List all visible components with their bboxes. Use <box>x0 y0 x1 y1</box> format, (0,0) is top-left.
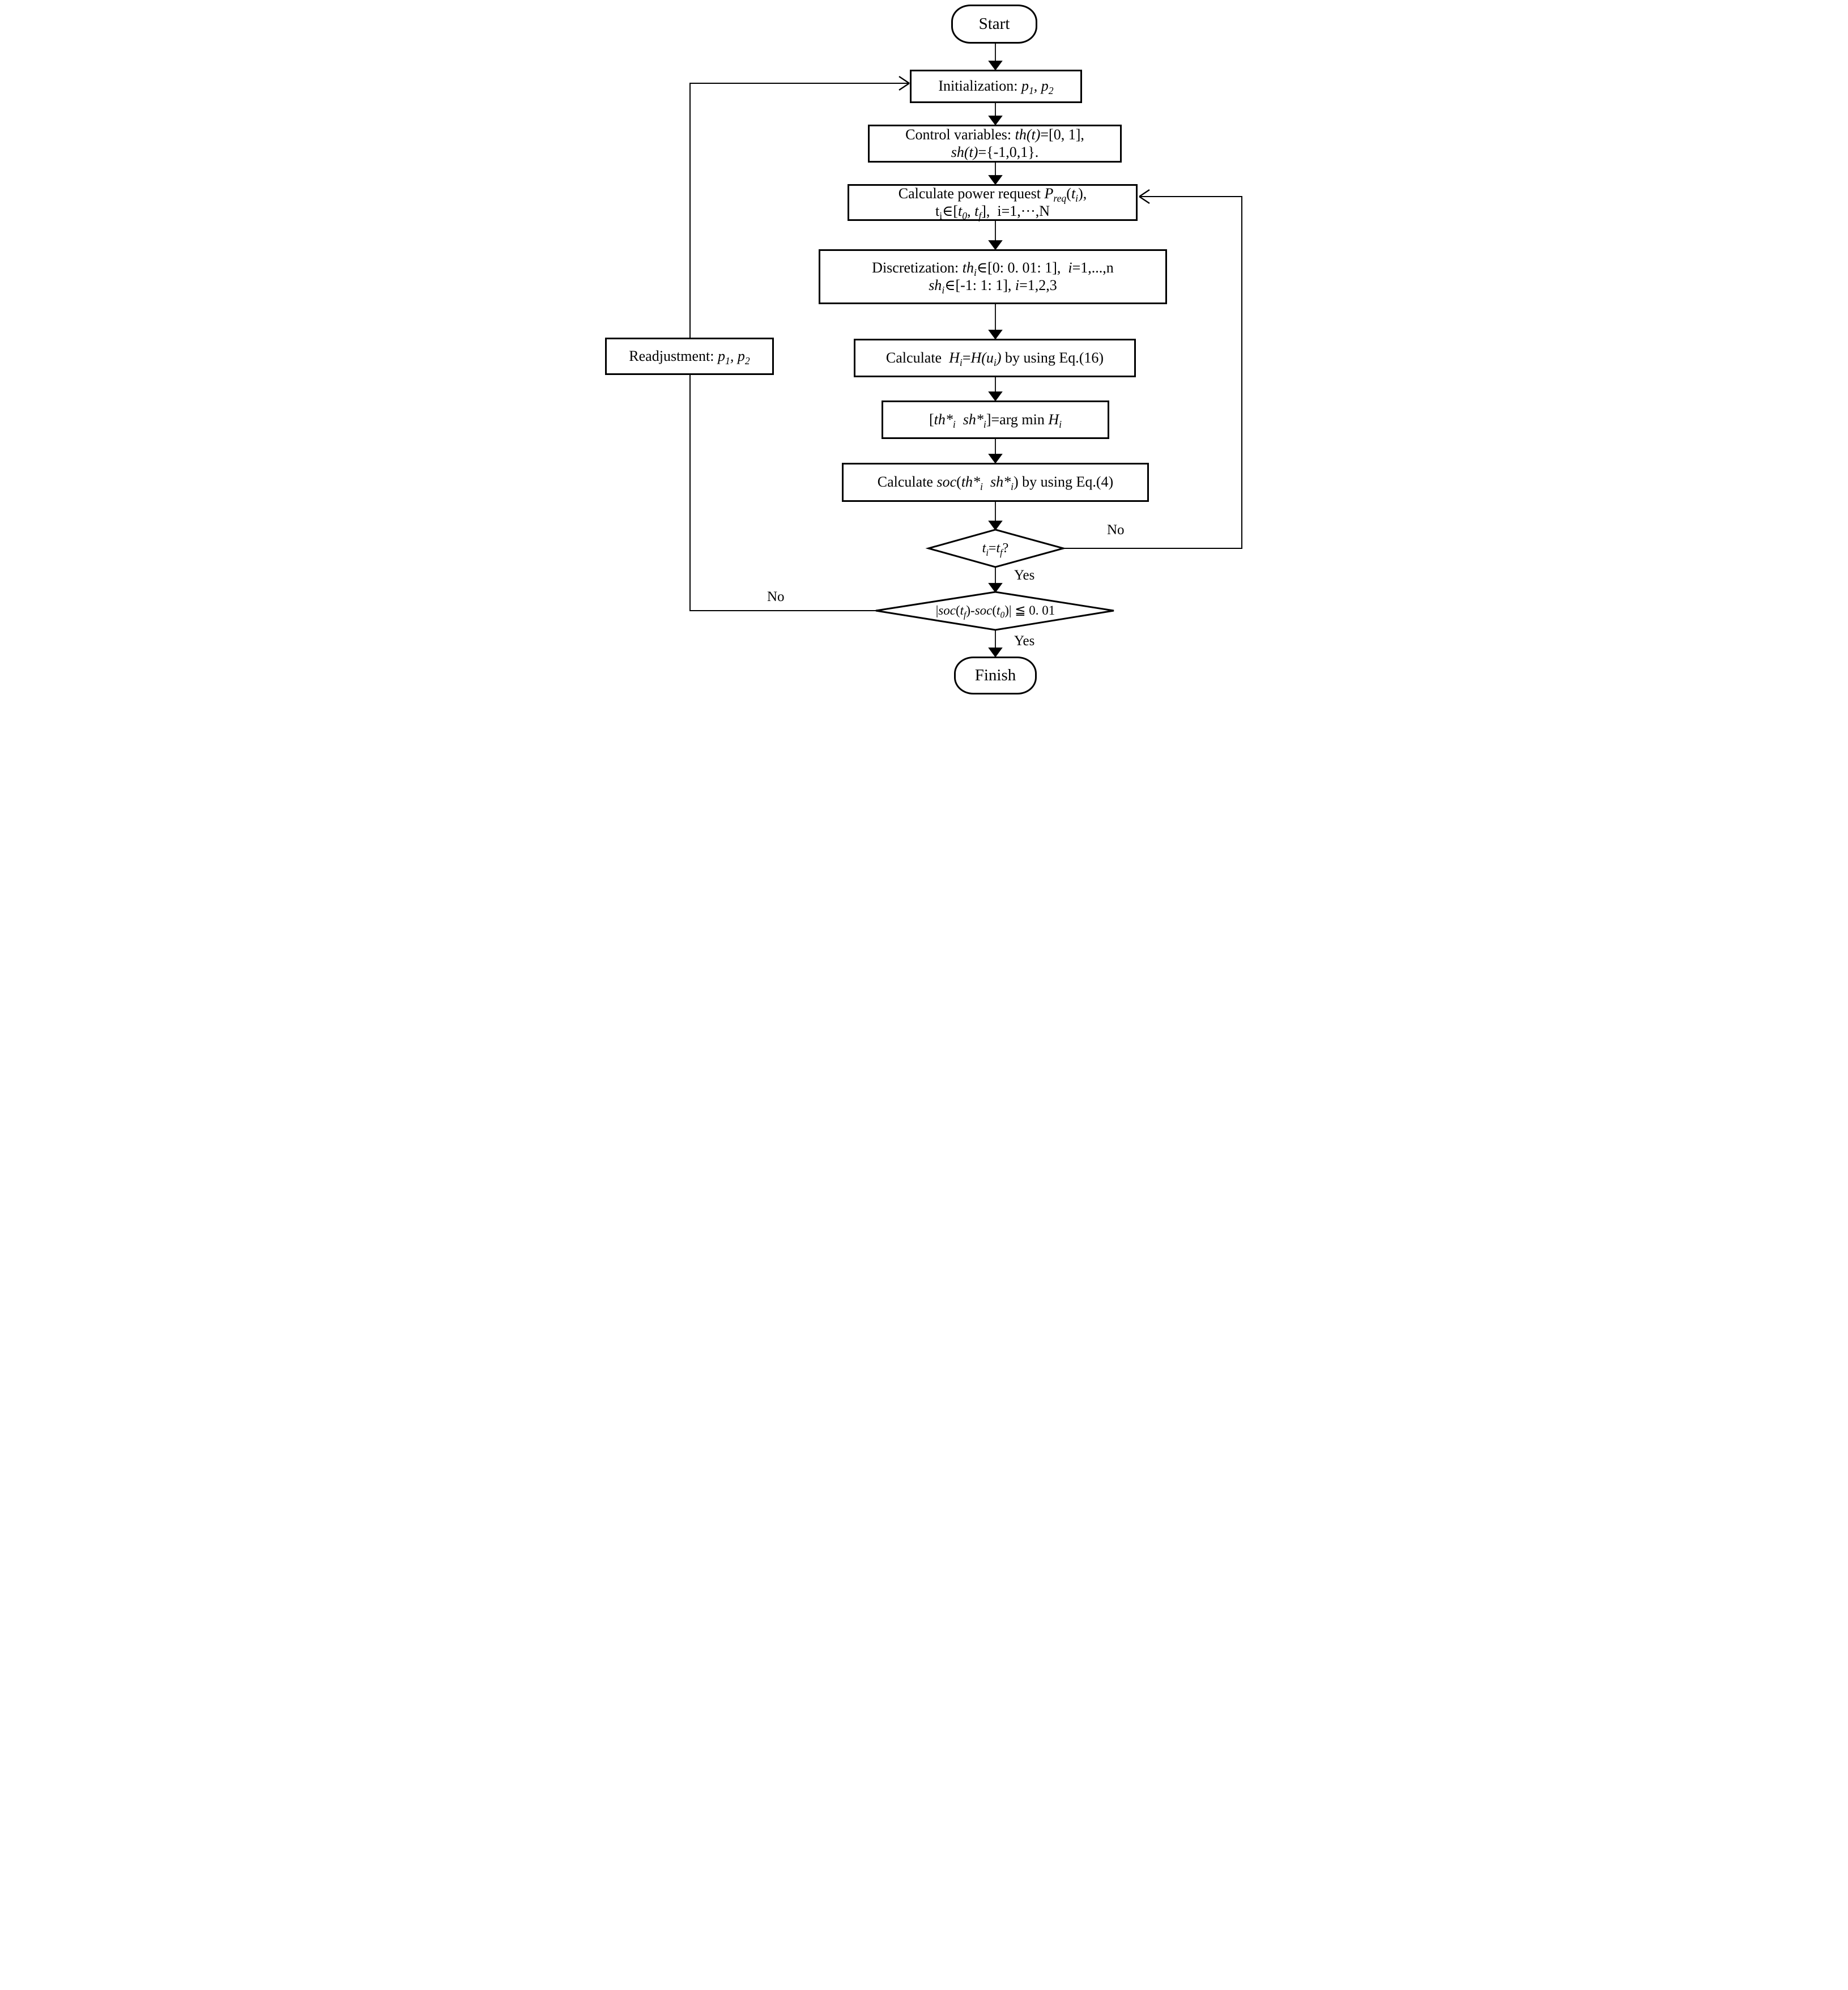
node-discretization-line2: shi∈[-1: 1: 1], i=1,2,3 <box>929 276 1057 296</box>
arrowhead-argmin-to-soc <box>988 454 1003 464</box>
node-power-request-line1: Calculate power request Preq(ti), <box>898 185 1087 204</box>
edge-label-time-check-yes: Yes <box>1014 568 1035 583</box>
flowchart-canvas: Start Initialization: p1, p2 Control var… <box>601 0 1247 698</box>
node-readjustment: Readjustment: p1, p2 <box>605 338 774 375</box>
node-initialization-label: Initialization: p1, p2 <box>938 78 1054 97</box>
arrowhead-init-to-control <box>988 116 1003 126</box>
node-discretization-line1: Discretization: thi∈[0: 0. 01: 1], i=1,.… <box>872 259 1114 279</box>
node-hamiltonian-label: Calculate Hi=H(ui) by using Eq.(16) <box>885 349 1104 368</box>
arrowhead-hamiltonian-to-argmin <box>988 391 1003 402</box>
node-time-check-label: ti=tf? <box>982 540 1009 558</box>
node-control-variables: Control variables: th(t)=[0, 1], sh(t)={… <box>868 125 1122 163</box>
arrowhead-discretization-to-hamiltonian <box>988 330 1003 340</box>
arrowhead-control-to-power <box>988 175 1003 185</box>
arrowhead-soc-to-time-check <box>988 521 1003 531</box>
node-soc-calc: Calculate soc(th*i sh*i) by using Eq.(4) <box>842 463 1149 502</box>
arrowhead-soc-check-to-finish <box>988 647 1003 658</box>
node-finish-label: Finish <box>974 666 1016 685</box>
node-start: Start <box>951 5 1037 44</box>
edge-label-time-check-no: No <box>1107 522 1125 538</box>
node-control-variables-line2: sh(t)={-1,0,1}. <box>951 143 1039 160</box>
diamond-time-check <box>925 529 1067 568</box>
node-soc-check-label: |soc(tf)-soc(t0)| ≦ 0. 01 <box>935 603 1055 620</box>
node-start-label: Start <box>978 15 1010 33</box>
node-power-request: Calculate power request Preq(ti), ti∈[t0… <box>848 184 1138 221</box>
node-argmin-label: [th*i sh*i]=arg min Hi <box>929 411 1062 430</box>
arrowhead-loop-into-init <box>899 76 910 91</box>
loop-time-no-to-power <box>1063 196 1242 549</box>
node-finish: Finish <box>954 657 1037 694</box>
node-power-request-line2: ti∈[t0, tf], i=1,···,N <box>935 202 1050 221</box>
node-readjustment-label: Readjustment: p1, p2 <box>629 347 750 367</box>
edge-label-soc-check-yes: Yes <box>1014 633 1035 649</box>
node-hamiltonian: Calculate Hi=H(ui) by using Eq.(16) <box>854 339 1136 377</box>
arrowhead-time-check-to-soc-check <box>988 583 1003 593</box>
node-control-variables-line1: Control variables: th(t)=[0, 1], <box>905 126 1084 143</box>
node-argmin: [th*i sh*i]=arg min Hi <box>882 400 1109 439</box>
node-soc-calc-label: Calculate soc(th*i sh*i) by using Eq.(4) <box>877 474 1114 493</box>
arrowhead-start-to-init <box>988 61 1003 71</box>
node-initialization: Initialization: p1, p2 <box>910 70 1082 103</box>
edge-label-soc-check-no: No <box>767 589 785 604</box>
arrowhead-power-to-discretization <box>988 240 1003 250</box>
node-discretization: Discretization: thi∈[0: 0. 01: 1], i=1,.… <box>819 249 1167 304</box>
diamond-soc-check <box>875 591 1114 631</box>
arrowhead-loop-into-power <box>1139 189 1150 204</box>
